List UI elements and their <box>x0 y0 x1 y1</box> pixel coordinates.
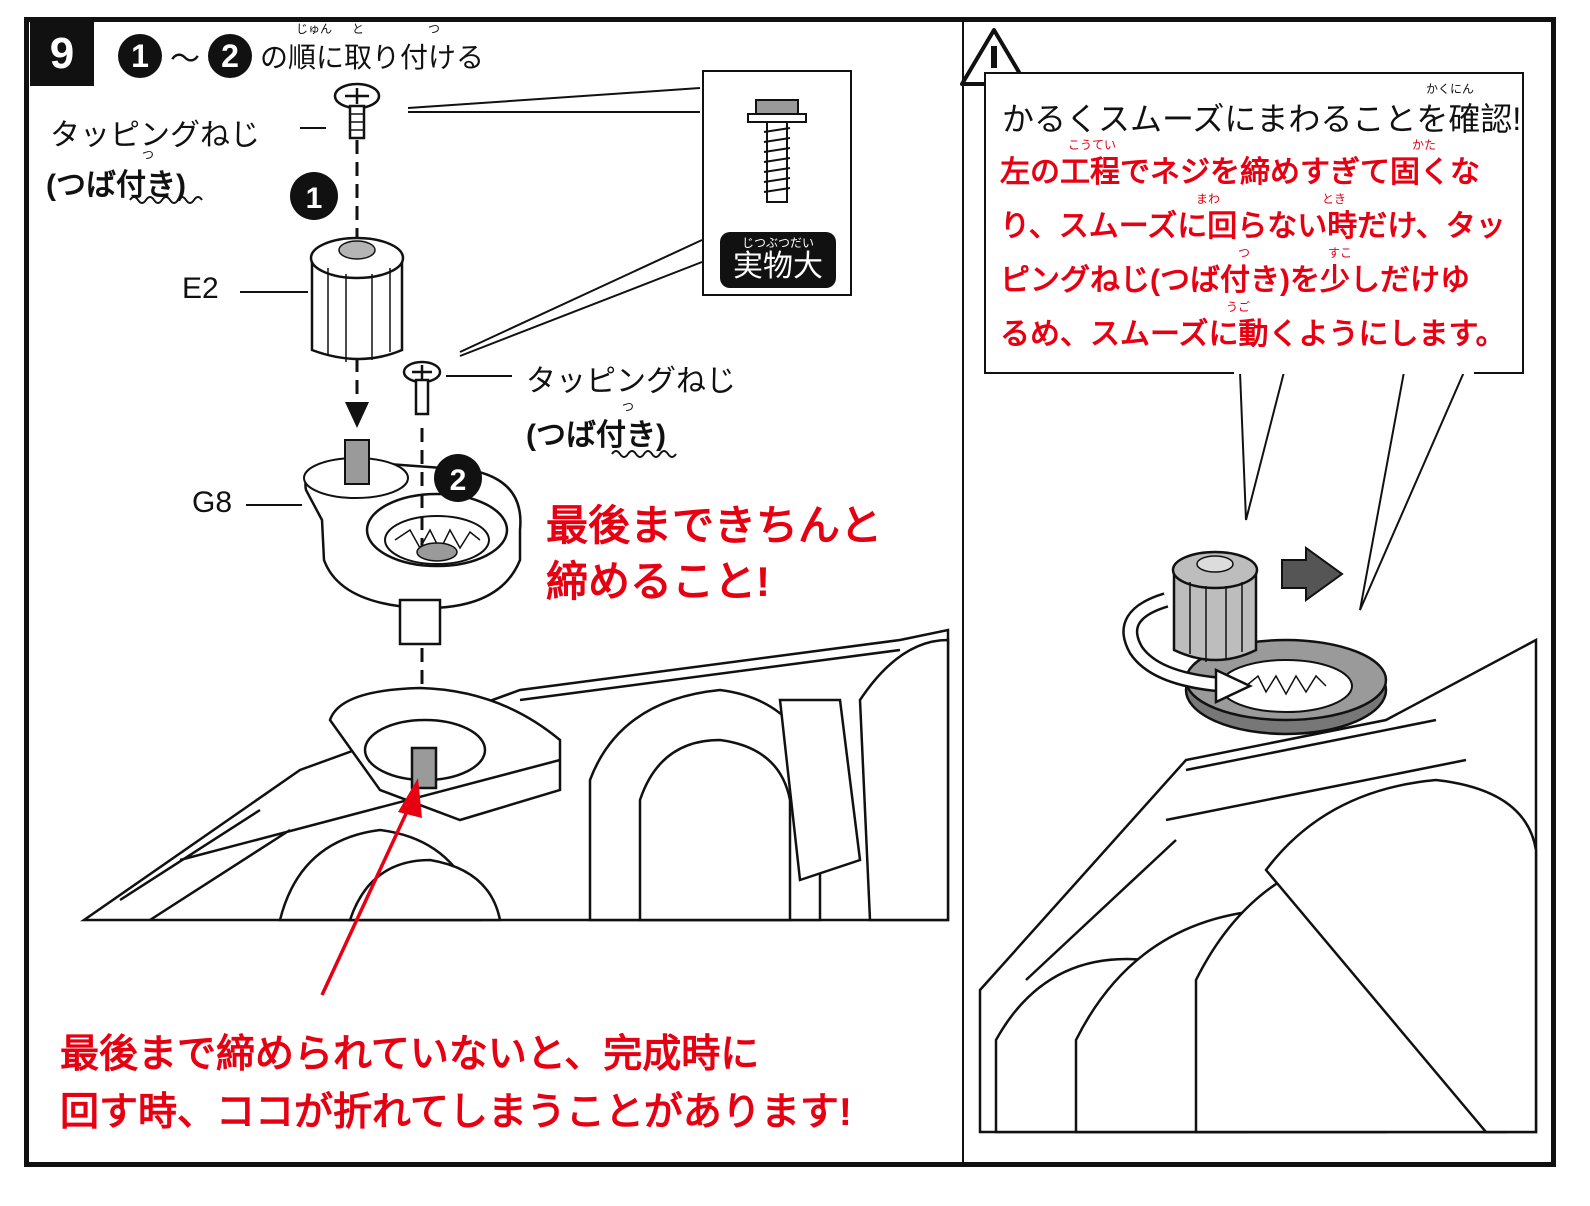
bracket-g8-icon <box>303 439 522 646</box>
bubble-ruby-mawa: まわ <box>1196 192 1221 206</box>
break-warning-line2: 回す時、ココが折れてしまうことがあります! <box>60 1091 852 1134</box>
marker-2: 2 <box>450 464 467 497</box>
bubble-red-line2: り、スムーズに回らない時だけ、タッ <box>1000 210 1506 243</box>
bubble-ruby-tsu: つ <box>1238 246 1251 260</box>
rotate-arrow-icon <box>1122 546 1344 704</box>
base-assembly-icon <box>80 628 950 922</box>
step-number: 9 <box>30 22 94 86</box>
ruby-to: と <box>352 22 365 36</box>
screw-2-ruby: つ <box>622 400 635 414</box>
break-warning-line1: 最後まで締められていないと、完成時に <box>60 1033 760 1076</box>
panel-divider <box>962 22 964 1162</box>
rotating-knob-icon <box>1171 550 1388 736</box>
knob-e2-icon <box>309 236 405 362</box>
break-warning: 最後まで締められていないと、完成時に 回す時、ココが折れてしまうことがあります! <box>60 1026 852 1142</box>
tighten-warning: 最後まできちんと 締めること! <box>546 498 882 610</box>
step-title-text: の順に取り付ける <box>260 42 485 73</box>
screw-actual-size-icon <box>747 99 807 203</box>
bubble-red-line3: ピングねじ(つば付き)を少しだけゆ <box>1000 264 1470 297</box>
bubble-ruby-koutei: こうてい <box>1068 138 1117 152</box>
screw-1-sub: (つば付き) <box>46 169 186 202</box>
screw-1-icon <box>333 82 381 140</box>
bubble-ruby-ugo: うご <box>1226 300 1251 314</box>
bubble-red-line1: 左の工程でネジを締めすぎて固くな <box>1000 156 1480 189</box>
bubble-ruby-katai: かた <box>1412 138 1437 152</box>
bubble-ruby-kakunin: かくにん <box>1426 82 1475 96</box>
assembly-illustration: 1 2 <box>80 82 950 996</box>
rotation-check-illustration <box>978 546 1538 1134</box>
screw-1-label: タッピングねじ <box>50 119 260 152</box>
screw-2-label: タッピングねじ <box>526 365 736 398</box>
bubble-tail <box>1234 370 1474 611</box>
screw-1-ruby: つ <box>142 148 155 162</box>
marker-1: 1 <box>306 182 323 215</box>
bubble-ruby-toki: とき <box>1322 192 1347 206</box>
ruby-tsu: つ <box>428 22 441 36</box>
bubble-ruby-suko: すこ <box>1328 246 1353 260</box>
step-circle-2: 2 <box>208 34 252 78</box>
actual-size-ruby: じつぶつだい <box>741 236 814 250</box>
instruction-frame <box>24 17 1556 1167</box>
bubble-red-line4: るめ、スムーズに動くようにします。 <box>1000 318 1506 351</box>
tighten-warning-line1: 最後まできちんと <box>546 502 883 549</box>
part-e2-label: E2 <box>182 272 219 305</box>
screw-2-sub: (つば付き) <box>526 419 666 452</box>
actual-size-label: 実物大 <box>733 250 823 283</box>
screw-2-icon <box>402 360 442 416</box>
tip-bubble <box>984 72 1524 374</box>
bubble-check-text: かるくスムーズにまわることを確認! <box>1002 101 1522 137</box>
ruby-jun: じゅん <box>296 22 333 36</box>
part-g8-label: G8 <box>192 486 233 519</box>
step-title: 1 ～ 2 の順に取り付ける <box>118 34 484 78</box>
step-tilde: ～ <box>170 43 200 76</box>
actual-size-tag: じつぶつだい 実物大 <box>720 232 836 288</box>
step-circle-1: 1 <box>118 34 162 78</box>
bubble-red-text: 左の工程でネジを締めすぎて固くな り、スムーズに回らない時だけ、タッ ピングねじ… <box>1000 146 1506 362</box>
tighten-warning-line2: 締めること! <box>546 558 770 605</box>
